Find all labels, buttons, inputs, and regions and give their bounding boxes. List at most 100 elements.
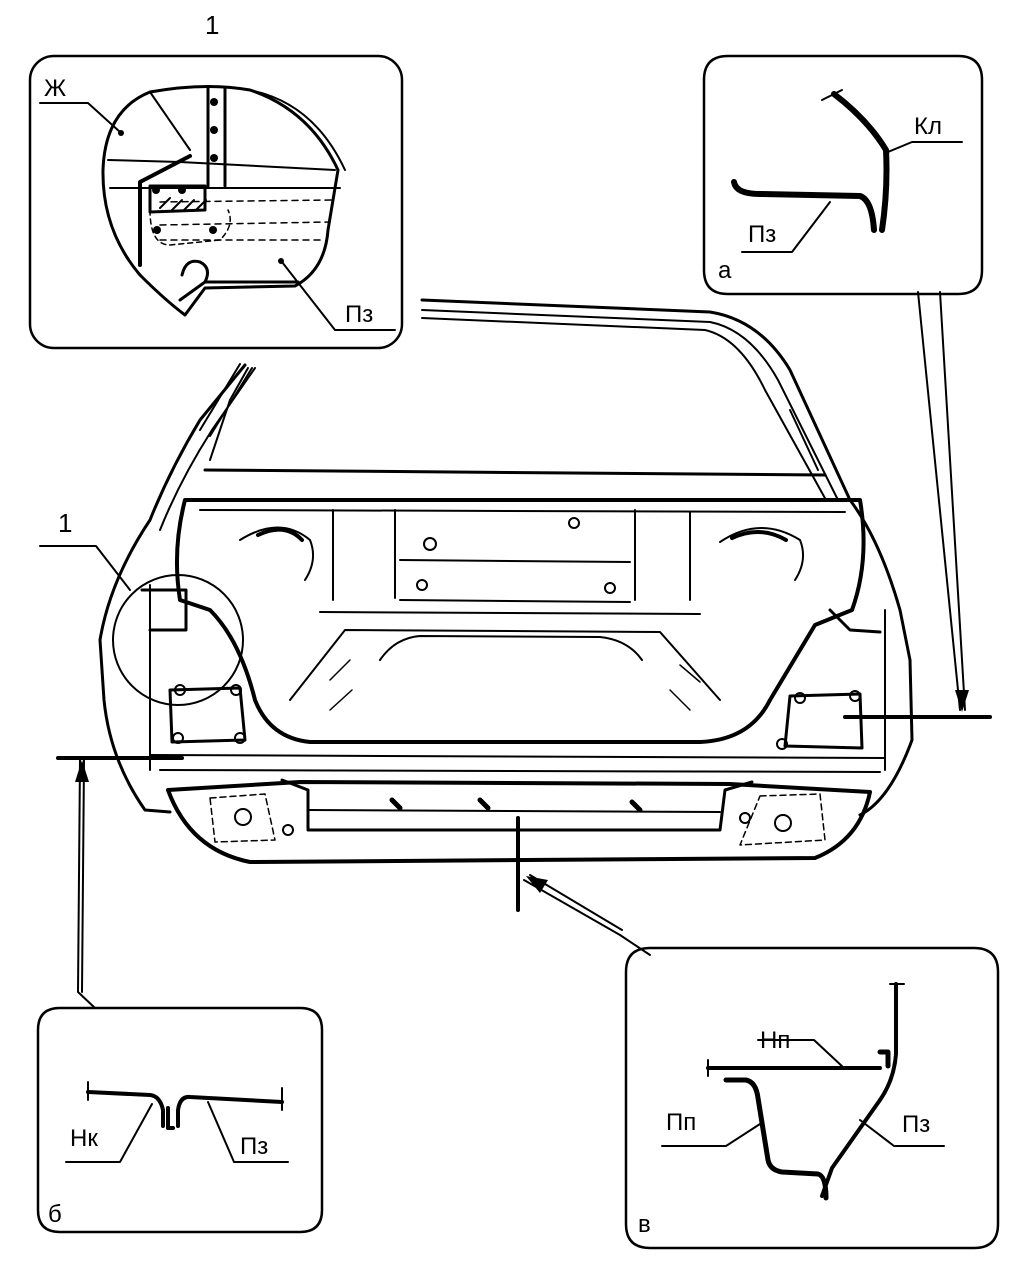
detail-1-callout: 1 Ж Пз <box>28 10 404 350</box>
detail-b-letter: б <box>48 1201 62 1228</box>
trunk-opening <box>174 498 866 744</box>
bumper-recess-mid <box>307 809 721 813</box>
detail-1-number: 1 <box>205 10 219 40</box>
detail-b-pz-profile <box>176 1094 284 1128</box>
detail-v-leader-pp <box>661 1123 761 1147</box>
taillight-left-bolt-1 <box>174 684 186 696</box>
taillight-left-bolt-4 <box>234 732 246 744</box>
trunk-floor-hatches <box>329 659 701 711</box>
detail-v-callout: Нп Пп Пз в <box>624 946 1000 1250</box>
section-markers <box>56 291 992 1009</box>
mount-bolt-left <box>282 824 294 836</box>
mount-hole-right <box>774 814 792 832</box>
detail-1-leader-pz <box>281 261 396 331</box>
detail-b-leader-pz <box>207 1101 289 1163</box>
detail-b-callout: Нк Пз б <box>36 1006 324 1234</box>
trunk-hole-1 <box>423 537 437 551</box>
detail-1-spot-2 <box>210 126 218 134</box>
detail-a-callout: Кл Пз а <box>702 54 984 296</box>
detail-b-label-nk: Нк <box>70 1125 98 1152</box>
detail-1-leader-zh-dot <box>118 130 124 136</box>
detail-b-joint <box>166 1106 175 1130</box>
body-side-inner <box>149 584 886 771</box>
detail-1-arc-line <box>234 87 346 171</box>
car-body: 1 <box>39 298 914 864</box>
mount-bolt-right <box>739 812 751 824</box>
detail-1-bracket-outer <box>138 154 192 267</box>
roof-inner-right-2 <box>421 317 827 501</box>
detail-v-leader-pz <box>859 1119 945 1147</box>
mount-pad-right <box>739 793 826 846</box>
detail-1-spot-5 <box>178 186 186 194</box>
detail-1-frame <box>28 54 404 350</box>
trunk-floor-recess <box>379 635 643 661</box>
detail-1-spot-6 <box>153 226 161 234</box>
callout-circle-1 <box>112 574 244 706</box>
taillight-left-bolt-2 <box>230 684 242 696</box>
detail-1-leader-pz-dot <box>278 258 284 264</box>
detail-1-pillar <box>206 86 227 188</box>
trunk-hole-2 <box>568 517 580 529</box>
detail-a-letter: а <box>718 257 732 284</box>
detail-b-leader-nk <box>65 1103 153 1163</box>
taillight-left-bolt-3 <box>172 732 184 744</box>
trunk-hole-3 <box>416 579 428 591</box>
section-b-arrowhead <box>75 760 89 782</box>
body-side-right <box>858 658 914 817</box>
wheel-arch-right <box>719 527 805 581</box>
detail-a-pz-profile <box>731 179 877 233</box>
detail-1-leader-zh-2 <box>149 91 191 151</box>
rear-panel-lines <box>149 754 886 773</box>
main-callout-leader <box>39 545 131 591</box>
mount-hole-left <box>234 808 252 826</box>
detail-1-dashed-lines <box>159 199 336 241</box>
detail-1-label-zh: Ж <box>44 75 66 102</box>
section-a-arrowhead <box>955 690 969 712</box>
window-sill <box>203 468 827 477</box>
detail-1-spot-4 <box>152 186 160 194</box>
roof-inner-right <box>421 309 839 501</box>
detail-a-kl-tip <box>821 89 843 101</box>
section-a-leader-1 <box>917 291 961 711</box>
detail-v-letter: в <box>638 1211 651 1238</box>
mount-pad-left <box>209 793 276 843</box>
right-corner-bracket <box>828 608 882 634</box>
bumper-recess <box>280 778 754 832</box>
section-a-leader-2 <box>939 291 966 711</box>
detail-a-label-pz: Пз <box>748 221 776 248</box>
detail-1-label-pz: Пз <box>345 301 373 328</box>
detail-a-leader-kl <box>887 141 963 153</box>
detail-a-label-kl: Кл <box>914 113 942 140</box>
body-side-left <box>98 638 172 814</box>
detail-1-band-top <box>107 159 336 171</box>
detail-1-spot-3 <box>210 154 218 162</box>
lower-panel <box>166 780 872 864</box>
section-b-leader <box>77 759 96 1009</box>
detail-b-frame <box>36 1006 324 1234</box>
wheel-arch-left <box>239 526 315 581</box>
detail-a-frame <box>702 54 984 296</box>
wheel-arch-left-dark <box>256 527 304 542</box>
detail-b-nk-profile <box>86 1090 165 1128</box>
taillight-right-bolt-3 <box>776 738 788 750</box>
window-side-lines <box>209 367 819 471</box>
detail-1-hatch <box>159 197 207 211</box>
trunk-hole-4 <box>604 582 616 594</box>
wheel-arch-right-dark <box>730 530 788 542</box>
detail-v-leader-np <box>757 1039 845 1069</box>
taillight-right-bolt-2 <box>849 690 861 702</box>
detail-v-frame <box>624 946 1000 1250</box>
detail-a-leader-pz <box>741 201 831 253</box>
trunk-floor-lines <box>289 611 721 701</box>
detail-1-bracket-inner <box>148 184 207 214</box>
taillight-right <box>783 692 864 750</box>
detail-b-label-pz: Пз <box>240 1133 268 1160</box>
detail-v-label-pz: Пз <box>902 1111 930 1138</box>
trunk-inner-verticals <box>332 509 691 601</box>
detail-1-spot-1 <box>210 98 218 106</box>
trunk-seal-top <box>199 509 846 513</box>
detail-v-pp-profile <box>723 1077 829 1201</box>
bumper-clips <box>389 797 643 813</box>
detail-1-connector <box>199 363 253 437</box>
